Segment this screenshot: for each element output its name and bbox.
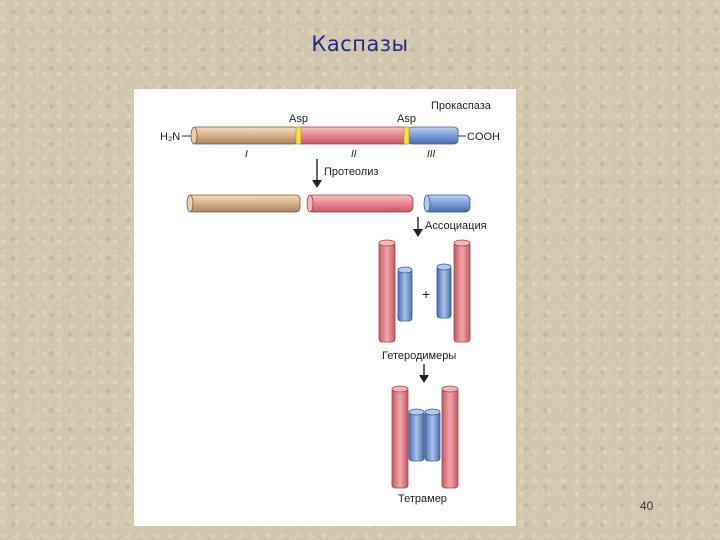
small-subunit-vertical-left-top [397,266,413,274]
label-procaspase: Прокаспаза [431,100,492,112]
tetramer [391,385,459,489]
tetramer-large-left-top [391,385,409,393]
tetramer-small-1-top [408,408,425,416]
large-subunit-fragment-cap [306,194,314,213]
small-subunit-vertical-left [397,268,413,322]
small-subunit-vertical-right-top [436,263,452,271]
prodomain-fragment [187,194,301,213]
large-subunit-vertical-left-top [378,239,396,247]
caspase-activation-diagram: Прокаспаза Asp Asp H₂N COOH I II III Про… [160,100,500,505]
cleaved-fragments [186,194,471,213]
label-proteolysis: Протеолиз [324,166,378,178]
label-n-terminus: H₂N [160,131,180,143]
tetramer-small-2 [424,410,441,462]
tetramer-large-right [441,387,459,489]
page-number: 40 [640,499,654,513]
large-subunit-fragment [307,194,414,213]
large-subunit-vertical-right [453,241,471,343]
label-domain-2: II [351,149,357,160]
large-subunit-segment [299,126,407,145]
association-arrowhead [413,229,423,237]
large-subunit-vertical-left [378,241,396,343]
small-subunit-fragment [424,194,471,213]
tetramer-large-right-top [441,385,459,393]
slide-title: Каспазы [311,32,409,56]
heterodimer-components: + [378,239,471,343]
label-c-terminus: COOH [467,131,500,143]
label-heterodimers: Гетеродимеры [382,350,456,362]
cleavage-site-2 [403,126,410,145]
cleavage-site-1 [295,126,302,145]
label-domain-3: III [427,149,436,160]
label-asp-2: Asp [397,113,416,125]
small-subunit-fragment-cap [423,194,431,213]
proteolysis-arrowhead [312,180,322,188]
label-plus: + [422,286,430,302]
label-tetramer: Тетрамер [398,493,447,505]
tetramer-small-1 [408,410,425,462]
tetramer-large-left [391,387,409,489]
tetramer-arrowhead [419,375,429,383]
label-domain-1: I [245,149,248,160]
small-subunit-segment [407,126,459,145]
figure-panel: Прокаспаза Asp Asp H₂N COOH I II III Про… [134,89,516,526]
prodomain-cap [190,126,198,145]
tetramer-small-2-top [424,408,441,416]
small-subunit-vertical-right [436,265,452,319]
label-asp-1: Asp [289,113,308,125]
label-association: Ассоциация [425,220,487,232]
procaspase-rod: H₂N COOH I II III [160,126,500,160]
prodomain-fragment-cap [186,194,194,213]
prodomain-segment [191,126,299,145]
large-subunit-vertical-right-top [453,239,471,247]
